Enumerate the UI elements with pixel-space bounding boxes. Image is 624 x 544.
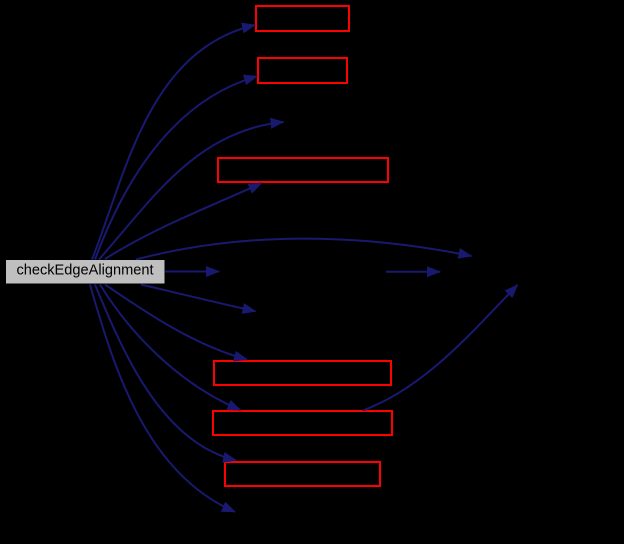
svg-text:checkEdgeAlignment: checkEdgeAlignment xyxy=(16,263,153,279)
